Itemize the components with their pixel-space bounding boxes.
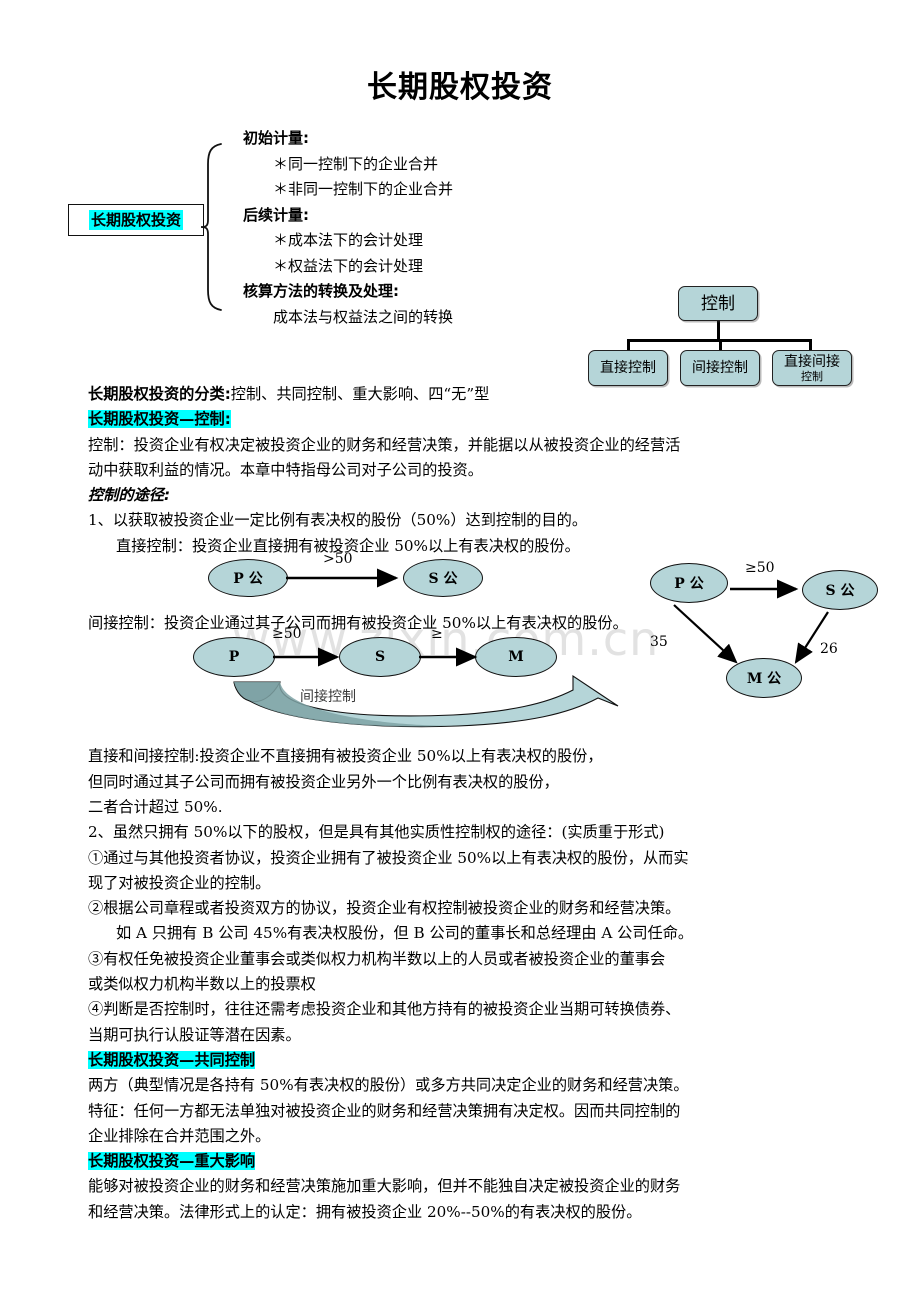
text-line-heading-control: 长期股权投资—控制: [88, 407, 814, 432]
tree-node-label-line2: 控制 [801, 369, 823, 383]
tree-node-indirect-control: 间接控制 [680, 350, 760, 386]
tree-connector-vertical-root [717, 321, 720, 341]
text-line-indirect-control: 间接控制：投资企业通过其子公司而拥有被投资企业 50%以上有表决权的股份。 [88, 614, 628, 633]
highlight-joint-control: 长期股权投资—共同控制 [88, 1050, 256, 1069]
text-line: 能够对被投资企业的财务和经营决策施加重大影响，但并不能独自决定被投资企业的财务 [88, 1177, 681, 1196]
node-p-indirect: P [193, 637, 275, 677]
text-line: 1、以获取被投资企业一定比例有表决权的股份（50%）达到控制的目的。 [88, 511, 588, 530]
text-line-control-paths: 控制的途径: [88, 483, 814, 508]
text-line: ③有权任免被投资企业董事会或类似权力机构半数以上的人员或者被投资企业的董事会 [88, 949, 666, 968]
node-p-direct: P 公 [208, 559, 288, 597]
tree-node-root-label: 控制 [701, 293, 735, 314]
node-label: S 公 [428, 571, 458, 587]
edge-label-ps-indirect: ≥50 [272, 626, 302, 642]
arrow-p-to-s-direct [286, 568, 399, 588]
text-line-classification: 长期股权投资的分类:控制、共同控制、重大影响、四“无”型 [88, 382, 814, 407]
node-m-triangle: M 公 [726, 658, 802, 698]
text-line: 控制：投资企业有权决定被投资企业的财务和经营决策，并能据以从被投资企业的经营活 [88, 435, 681, 454]
mindmap-root-box: 长期股权投资 [68, 204, 204, 236]
tree-node-root: 控制 [678, 286, 758, 321]
text-line: 直接和间接控制:投资企业不直接拥有被投资企业 50%以上有表决权的股份， [88, 747, 603, 766]
arrow-s-to-m-indirect [419, 647, 478, 667]
text-line-heading-joint-control: 长期股权投资—共同控制 [88, 1048, 814, 1073]
text-line: 但同时通过其子公司而拥有被投资企业另外一个比例有表决权的股份， [88, 772, 559, 791]
edge-label-sm-triangle: 26 [820, 641, 838, 657]
text-line: 当期可执行认股证等潜在因素。 [88, 1025, 301, 1044]
text-line-heading-significant-influence: 长期股权投资—重大影响 [88, 1149, 814, 1174]
text-line: 动中获取利益的情况。本章中特指母公司对子公司的投资。 [88, 460, 483, 479]
outline-item: ＊成本法下的会计处理 [273, 231, 424, 249]
node-label: M [508, 649, 524, 665]
curved-ribbon-arrow-indirect-control [233, 674, 619, 728]
node-s-indirect: S [339, 637, 421, 677]
node-s-direct: S 公 [403, 559, 483, 597]
mindmap-outline: 初始计量: ＊同一控制下的企业合并 ＊非同一控制下的企业合并 后续计量: ＊成本… [243, 126, 573, 330]
outline-item: ＊同一控制下的企业合并 [273, 154, 439, 173]
text-line-direct-control: 直接控制：投资企业直接拥有被投资企业 50%以上有表决权的股份。 [116, 536, 580, 555]
arrow-p-to-s-indirect [273, 647, 340, 667]
text-line-example: 如 A 只拥有 B 公司 45%有表决权股份，但 B 公司的董事长和总经理由 A… [116, 924, 694, 943]
curly-brace [195, 142, 225, 312]
outline-item: ＊非同一控制下的企业合并 [273, 180, 454, 198]
tree-node-direct-indirect-control: 直接间接 控制 [772, 350, 852, 386]
text-line: ②根据公司章程或者投资双方的协议，投资企业有权控制被投资企业的财务和经营决策。 [88, 899, 681, 918]
outline-item: ＊权益法下的会计处理 [273, 256, 424, 275]
ribbon-label-indirect-control: 间接控制 [300, 689, 356, 705]
page-title: 长期股权投资 [367, 70, 553, 105]
outline-heading: 后续计量: [243, 205, 309, 224]
outline-heading: 初始计量: [243, 129, 309, 147]
text-line: 企业排除在合并范围之外。 [88, 1126, 271, 1145]
classification-label: 长期股权投资的分类: [88, 385, 231, 403]
text-line: ④判断是否控制时，往往还需考虑投资企业和其他方持有的被投资企业当期可转换债券、 [88, 1000, 681, 1019]
node-label: P 公 [233, 571, 263, 587]
text-line: 特征：任何一方都无法单独对被投资企业的财务和经营决策拥有决定权。因而共同控制的 [88, 1101, 681, 1120]
node-s-triangle: S 公 [802, 570, 878, 610]
outline-item: 成本法与权益法之间的转换 [273, 307, 454, 326]
node-label: S [374, 649, 386, 665]
edge-label-sm-indirect: ≥ [431, 626, 443, 642]
control-tree-diagram: 控制 直接控制 间接控制 直接间接 控制 [588, 286, 856, 391]
tree-connector-vertical-child-1 [719, 339, 722, 351]
text-line: ①通过与其他投资者协议，投资企业拥有了被投资企业 50%以上有表决权的股份，从而… [88, 848, 689, 867]
text-line: 和经营决策。法律形式上的认定：拥有被投资企业 20%--50%的有表决权的股份。 [88, 1202, 642, 1221]
tree-node-label: 直接控制 [600, 360, 656, 376]
node-label: S 公 [825, 583, 855, 599]
node-label: M 公 [746, 671, 782, 687]
highlight-control: 长期股权投资—控制: [88, 410, 231, 429]
classification-values: 控制、共同控制、重大影响、四“无”型 [230, 385, 490, 403]
tree-connector-vertical-child-2 [809, 339, 812, 351]
text-line: 现了对被投资企业的控制。 [88, 873, 271, 892]
text-line: 两方（典型情况是各持有 50%有表决权的股份）或多方共同决定企业的财务和经营决策… [88, 1076, 689, 1095]
mindmap-root-label: 长期股权投资 [88, 210, 183, 230]
edge-label-ps-triangle: ≥50 [745, 560, 775, 576]
control-paths-label: 控制的途径: [88, 486, 171, 505]
tree-connector-vertical-child-0 [627, 339, 630, 351]
triangle-arrows [673, 579, 829, 664]
node-m-indirect: M [475, 637, 557, 677]
edge-label-pm-triangle: 35 [650, 634, 668, 650]
highlight-significant-influence: 长期股权投资—重大影响 [88, 1152, 256, 1171]
node-label: P 公 [674, 576, 704, 592]
tree-node-label: 直接间接 [784, 353, 840, 370]
node-label: P [228, 649, 240, 665]
outline-heading: 核算方法的转换及处理: [243, 282, 399, 300]
tree-node-direct-control: 直接控制 [588, 350, 668, 386]
node-p-triangle: P 公 [650, 563, 728, 603]
text-line: 二者合计超过 50%. [88, 797, 223, 816]
body-text: 长期股权投资的分类:控制、共同控制、重大影响、四“无”型 长期股权投资—控制: … [88, 382, 814, 1225]
text-line: 或类似权力机构半数以上的投票权 [88, 975, 316, 994]
edge-label-ps-direct: >50 [323, 551, 353, 567]
text-line: 2、虽然只拥有 50%以下的股权，但是具有其他实质性控制权的途径：(实质重于形式… [88, 823, 665, 842]
tree-node-label: 间接控制 [692, 360, 748, 376]
